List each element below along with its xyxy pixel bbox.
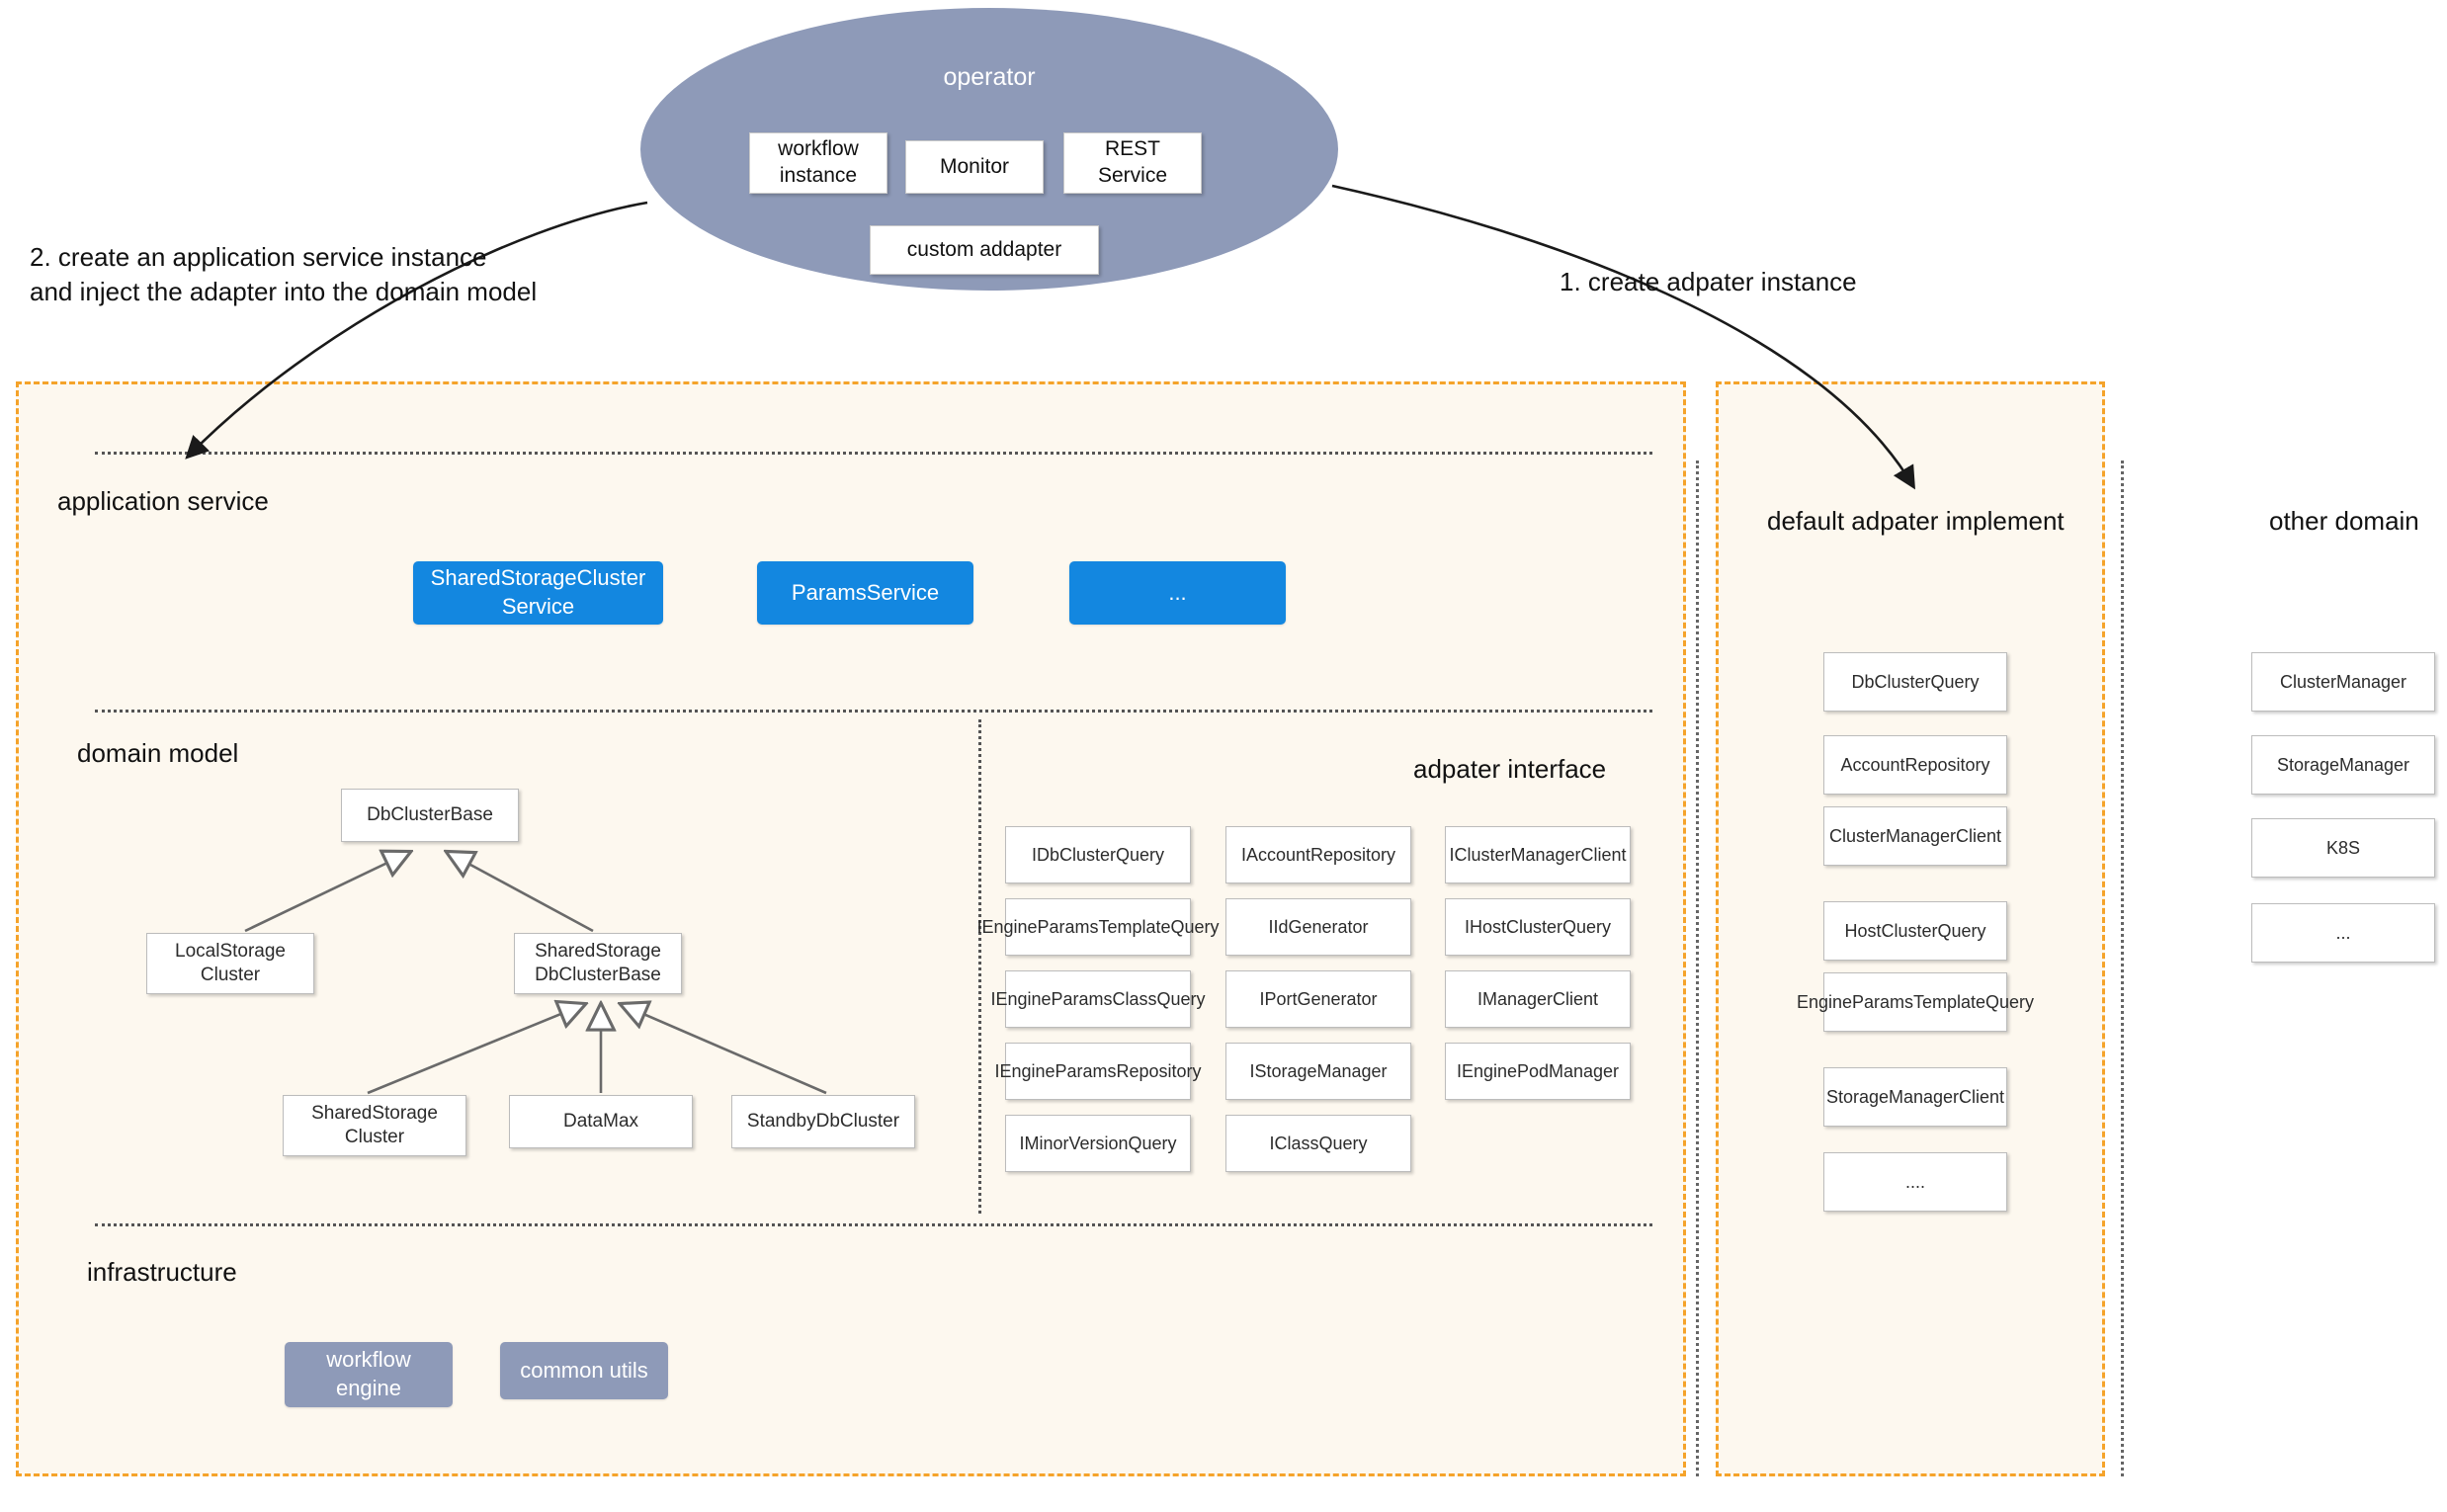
divider-application-service: [95, 452, 1652, 455]
adapter-impl-storagemanagerclient[interactable]: StorageManagerClient: [1823, 1067, 2007, 1127]
main-application-panel: [16, 381, 1686, 1476]
adapter-interface-ihostclusterquery[interactable]: IHostClusterQuery: [1445, 898, 1631, 956]
adapter-interface-iaccountrepository[interactable]: IAccountRepository: [1225, 826, 1411, 883]
adapter-interface-imanagerclient[interactable]: IManagerClient: [1445, 970, 1631, 1028]
service-chip-sharedstorageclusterservice[interactable]: SharedStorageCluster Service: [413, 561, 663, 625]
adapter-interface-istoragemanager[interactable]: IStorageManager: [1225, 1043, 1411, 1100]
uml-node-localstoragecluster[interactable]: LocalStorage Cluster: [146, 933, 314, 994]
adapter-interface-iidgenerator[interactable]: IIdGenerator: [1225, 898, 1411, 956]
operator-box-rest-service[interactable]: REST Service: [1063, 132, 1202, 194]
adapter-impl-hostclusterquery[interactable]: HostClusterQuery: [1823, 901, 2007, 961]
adapter-impl-engineparamstemplatequery[interactable]: EngineParamsTemplateQuery: [1797, 972, 2034, 1032]
adapter-interface-iportgenerator[interactable]: IPortGenerator: [1225, 970, 1411, 1028]
label-infrastructure: infrastructure: [87, 1257, 237, 1287]
infrastructure-chip-common-utils[interactable]: common utils: [500, 1342, 668, 1399]
adapter-interface-ienginepodmanager[interactable]: IEnginePodManager: [1445, 1043, 1631, 1100]
adapter-impl-more[interactable]: ....: [1823, 1152, 2007, 1212]
other-domain-clustermanager[interactable]: ClusterManager: [2251, 652, 2435, 712]
label-domain-model: domain model: [77, 738, 239, 768]
adapter-interface-iclassquery[interactable]: IClassQuery: [1225, 1115, 1411, 1172]
service-chip-more[interactable]: ...: [1069, 561, 1286, 625]
adapter-interface-iengineparamsclassquery[interactable]: IEngineParamsClassQuery: [990, 970, 1206, 1028]
adapter-impl-clustermanagerclient[interactable]: ClusterManagerClient: [1823, 806, 2007, 866]
column-separator-right: [2121, 461, 2124, 1476]
label-default-adapter-implement: default adpater implement: [1767, 506, 2065, 536]
operator-ellipse: operator workflow instance Monitor REST …: [640, 8, 1338, 291]
operator-title: operator: [943, 63, 1036, 91]
divider-adapter-interface: [978, 719, 981, 1214]
adapter-interface-iengineparamstemplatequery[interactable]: IEngineParamsTemplateQuery: [976, 898, 1220, 956]
infrastructure-chip-workflow-engine[interactable]: workflow engine: [285, 1342, 453, 1407]
label-application-service: application service: [57, 486, 269, 516]
adapter-interface-iclustermanagerclient[interactable]: IClusterManagerClient: [1445, 826, 1631, 883]
divider-domain-model: [95, 710, 1652, 713]
uml-node-sharedstoragedbclusterbase[interactable]: SharedStorage DbClusterBase: [514, 933, 682, 994]
other-domain-more[interactable]: ...: [2251, 903, 2435, 963]
divider-infrastructure: [95, 1223, 1652, 1226]
other-domain-k8s[interactable]: K8S: [2251, 818, 2435, 878]
label-other-domain: other domain: [2269, 506, 2419, 536]
adapter-impl-dbclusterquery[interactable]: DbClusterQuery: [1823, 652, 2007, 712]
adapter-interface-idbclusterquery[interactable]: IDbClusterQuery: [1005, 826, 1191, 883]
operator-box-monitor[interactable]: Monitor: [905, 140, 1044, 194]
other-domain-storagemanager[interactable]: StorageManager: [2251, 735, 2435, 795]
annotation-create-adapter-instance: 1. create adpater instance: [1560, 267, 1857, 296]
adapter-interface-iminorversionquery[interactable]: IMinorVersionQuery: [1005, 1115, 1191, 1172]
annotation-create-application-service: 2. create an application service instanc…: [30, 242, 538, 307]
uml-node-standbydbcluster[interactable]: StandbyDbCluster: [731, 1095, 915, 1148]
column-separator-left: [1696, 461, 1699, 1476]
operator-box-workflow-instance[interactable]: workflow instance: [749, 132, 887, 194]
adapter-interface-iengineparamsrepository[interactable]: IEngineParamsRepository: [994, 1043, 1202, 1100]
adapter-impl-accountrepository[interactable]: AccountRepository: [1823, 735, 2007, 795]
uml-node-datamax[interactable]: DataMax: [509, 1095, 693, 1148]
service-chip-paramsservice[interactable]: ParamsService: [757, 561, 973, 625]
uml-node-sharedstoragecluster[interactable]: SharedStorage Cluster: [283, 1095, 466, 1156]
operator-box-custom-addapter[interactable]: custom addapter: [870, 225, 1099, 275]
uml-node-dbclusterbase[interactable]: DbClusterBase: [341, 789, 519, 842]
label-adapter-interface: adpater interface: [1413, 754, 1607, 784]
